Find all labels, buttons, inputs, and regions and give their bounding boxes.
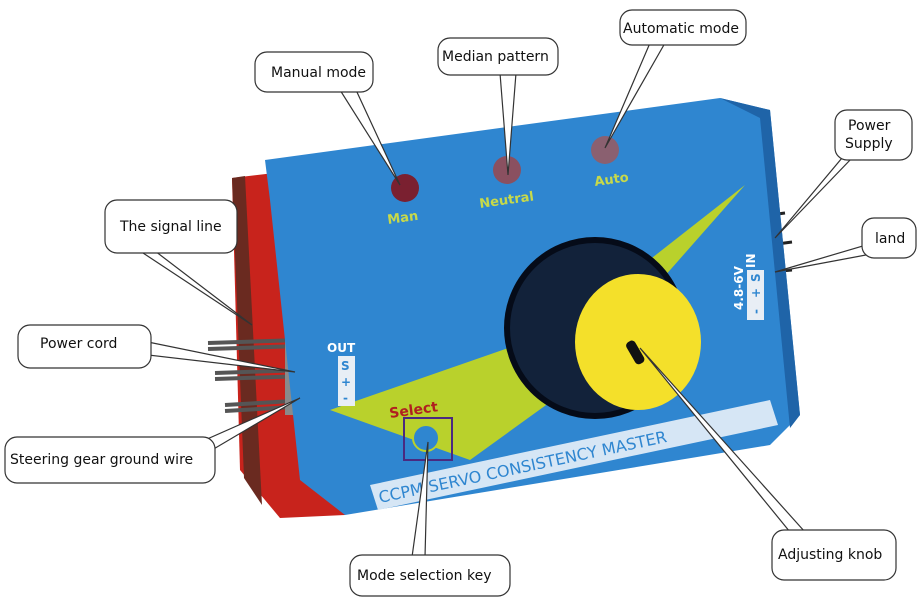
callout-land: land xyxy=(875,231,905,247)
out-pin-minus: - xyxy=(343,391,348,405)
in-pin-minus: - xyxy=(749,309,763,314)
callout-median-pattern: Median pattern xyxy=(442,49,549,65)
led-auto xyxy=(591,136,619,164)
callout-ground-wire: Steering gear ground wire xyxy=(10,452,193,468)
callouts xyxy=(4,9,917,597)
callout-mode-selection-key: Mode selection key xyxy=(357,568,491,584)
callout-signal-line: The signal line xyxy=(119,219,222,235)
led-label-man: Man xyxy=(386,209,419,228)
callout-automatic-mode: Automatic mode xyxy=(623,21,739,37)
in-pin-s: S xyxy=(749,273,763,282)
select-button[interactable] xyxy=(412,424,440,452)
out-pin-s: S xyxy=(341,359,350,373)
in-label: IN xyxy=(744,253,758,268)
callout-power-cord: Power cord xyxy=(40,336,117,352)
out-label: OUT xyxy=(327,341,356,355)
callout-adjusting-knob: Adjusting knob xyxy=(778,547,882,563)
select-label: Select xyxy=(388,399,439,422)
knob-cap[interactable] xyxy=(575,274,701,410)
led-label-auto: Auto xyxy=(593,170,629,190)
voltage-label: 4.8-6V xyxy=(732,265,746,310)
knob-slot xyxy=(626,340,645,365)
callout-manual-mode: Manual mode xyxy=(271,65,366,81)
led-neutral xyxy=(493,156,521,184)
callout-power-supply-line1: Power xyxy=(848,118,891,134)
out-pin-plus: + xyxy=(341,375,351,389)
callout-power-supply-line2: Supply xyxy=(845,136,893,152)
lightning-accent xyxy=(330,185,745,460)
in-pin-plus: + xyxy=(749,288,763,298)
